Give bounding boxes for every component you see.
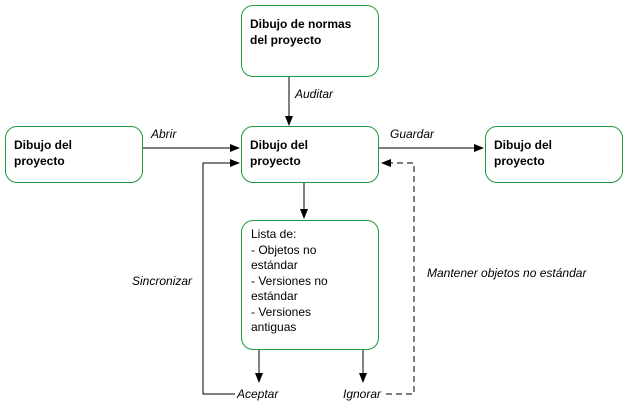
box-dibujo-origen: Dibujo del proyecto (5, 126, 143, 183)
box-lista: Lista de: - Objetos no estándar - Versio… (241, 220, 379, 350)
arrow-mantener (381, 159, 415, 395)
label-sincronizar: Sincronizar (132, 274, 193, 288)
arrow-sincronizar (202, 159, 240, 395)
label-guardar: Guardar (390, 127, 435, 141)
box-dibujo-central: Dibujo del proyecto (241, 126, 379, 183)
box-dibujo-normas: Dibujo de normas del proyecto (241, 5, 379, 77)
label-abrir: Abrir (151, 127, 177, 141)
label-mantener: Mantener objetos no estándar (427, 266, 587, 280)
box-dibujo-destino: Dibujo del proyecto (485, 126, 623, 183)
label-ignorar: Ignorar (343, 387, 382, 401)
label-auditar: Auditar (295, 87, 334, 101)
label-aceptar: Aceptar (237, 387, 279, 401)
